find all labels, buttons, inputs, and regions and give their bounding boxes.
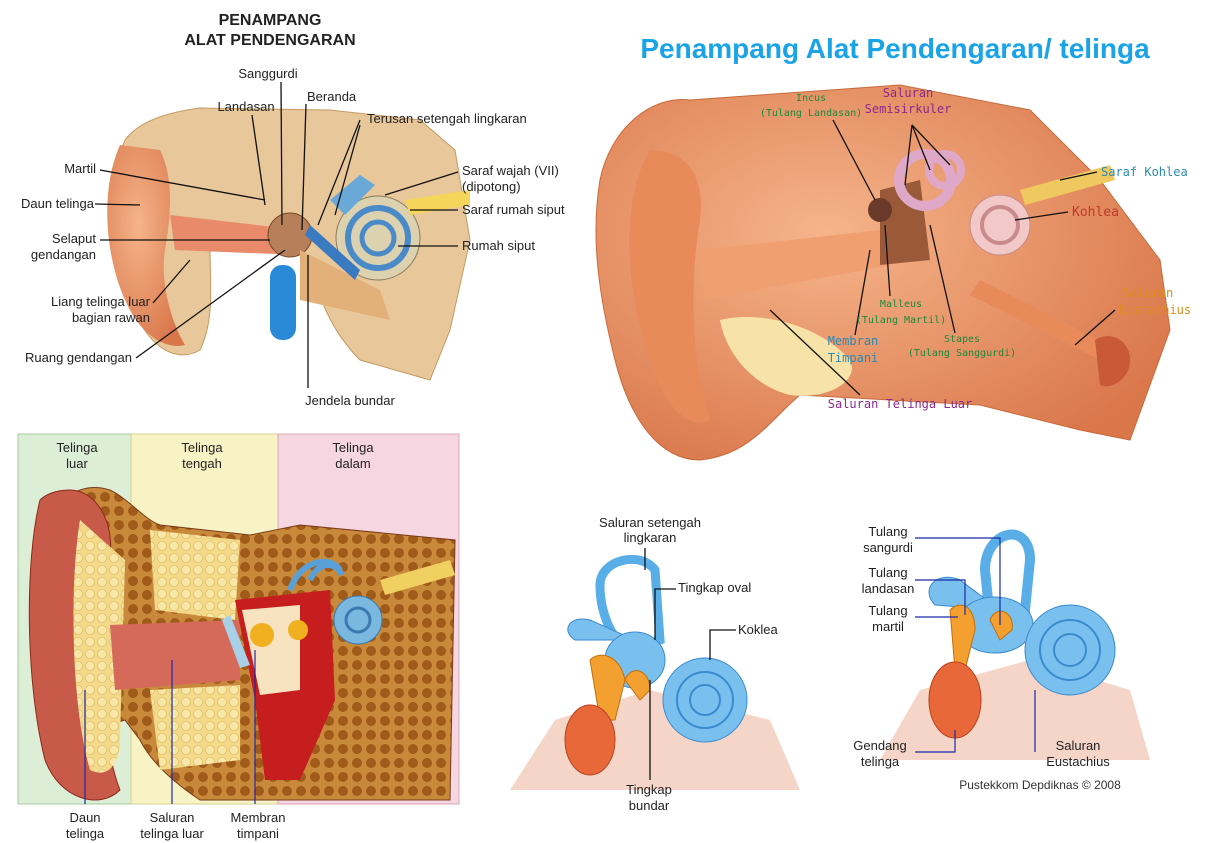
- label-ruang-gendangan: Ruang gendangan: [25, 350, 132, 365]
- label-landasan: Landasan: [217, 99, 274, 114]
- label-incus-1: Incus: [796, 93, 826, 104]
- label-membran-1: Membran: [828, 334, 879, 348]
- credit-text: Pustekkom Depdiknas © 2008: [959, 778, 1121, 792]
- label-gendang-2: telinga: [861, 754, 900, 769]
- panel-c-ear-zones: Telinga luar Telinga tengah Telinga dala…: [18, 434, 459, 841]
- bottom-label-saluran-1: Saluran: [150, 810, 195, 825]
- label-kohlea: Kohlea: [1072, 205, 1119, 220]
- label-setengah-1: Saluran setengah: [599, 515, 701, 530]
- bottom-label-daun-1: Daun: [69, 810, 100, 825]
- label-selaput-1: Selaput: [52, 231, 96, 246]
- label-landasan-1: Tulang: [868, 565, 907, 580]
- label-rumah-siput: Rumah siput: [462, 238, 535, 253]
- panel-a-title-line1: PENAMPANG: [219, 12, 322, 29]
- bottom-label-membran-2: timpani: [237, 826, 279, 841]
- zone-label-tengah-1: Telinga: [181, 440, 223, 455]
- label-landasan-2: landasan: [862, 581, 915, 596]
- label-saraf-kohlea: Saraf Kohlea: [1101, 165, 1188, 179]
- label-incus-2: (Tulang Landasan): [760, 108, 862, 119]
- zone-label-dalam-2: dalam: [335, 456, 370, 471]
- label-daun-telinga: Daun telinga: [21, 196, 95, 211]
- label-malleus-2: (Tulang Martil): [856, 315, 946, 326]
- panel-b-title: Penampang Alat Pendengaran/ telinga: [640, 33, 1150, 64]
- label-setengah-2: lingkaran: [624, 530, 677, 545]
- panel-e-middle-ear-bones: Tulang sangurdi Tulang landasan Tulang m…: [853, 524, 1150, 792]
- label-tingkap-b2: bundar: [629, 798, 670, 813]
- zone-label-luar-2: luar: [66, 456, 88, 471]
- label-eust-2: Eustachius: [1119, 303, 1191, 317]
- label-tingkap-b1: Tingkap: [626, 782, 672, 797]
- label-beranda: Beranda: [307, 89, 357, 104]
- label-koklea: Koklea: [738, 622, 779, 637]
- panel-a-cross-section: PENAMPANG ALAT PENDENGARAN: [21, 12, 565, 408]
- zone-label-luar-1: Telinga: [56, 440, 98, 455]
- label-stapes-2: (Tulang Sanggurdi): [908, 348, 1016, 359]
- label-sangurdi-2: sangurdi: [863, 540, 913, 555]
- label-terusan: Terusan setengah lingkaran: [367, 111, 527, 126]
- bottom-label-saluran-2: telinga luar: [140, 826, 204, 841]
- label-semi-1: Saluran: [883, 86, 934, 100]
- bottom-label-daun-2: telinga: [66, 826, 105, 841]
- label-eust-1: Saluran: [1123, 286, 1174, 300]
- label-saluran-luar: Saluran Telinga Luar: [828, 397, 973, 411]
- label-saraf-wajah-1: Saraf wajah (VII): [462, 163, 559, 178]
- zone-label-dalam-1: Telinga: [332, 440, 374, 455]
- label-membran-2: Timpani: [828, 351, 879, 365]
- label-gendang-1: Gendang: [853, 738, 907, 753]
- panel-a-title-line2: ALAT PENDENGARAN: [184, 32, 355, 49]
- label-malleus-1: Malleus: [880, 299, 922, 310]
- zone-label-tengah-2: tengah: [182, 456, 222, 471]
- label-selaput-2: gendangan: [31, 247, 96, 262]
- label-sanggurdi: Sanggurdi: [238, 66, 297, 81]
- label-martil-2: martil: [872, 619, 904, 634]
- label-liang-2: bagian rawan: [72, 310, 150, 325]
- label-jendela-bundar: Jendela bundar: [305, 393, 395, 408]
- label-tingkap-oval: Tingkap oval: [678, 580, 751, 595]
- panel-c-illustration: [29, 487, 455, 800]
- label-liang-1: Liang telinga luar: [51, 294, 151, 309]
- label-sangurdi-1: Tulang: [868, 524, 907, 539]
- panel-b-ear-anatomy: Penampang Alat Pendengaran/ telinga: [596, 33, 1191, 460]
- label-saraf-rumah-siput: Saraf rumah siput: [462, 202, 565, 217]
- bottom-label-membran-1: Membran: [231, 810, 286, 825]
- label-saraf-wajah-2: (dipotong): [462, 179, 521, 194]
- label-martil-1: Tulang: [868, 603, 907, 618]
- label-stapes-1: Stapes: [944, 334, 980, 345]
- label-martil: Martil: [64, 161, 96, 176]
- label-semi-2: Semisirkuler: [865, 102, 952, 116]
- label-eust-e-1: Saluran: [1056, 738, 1101, 753]
- label-eust-e-2: Eustachius: [1046, 754, 1110, 769]
- panel-d-inner-ear: Saluran setengah lingkaran Tingkap oval …: [510, 515, 800, 813]
